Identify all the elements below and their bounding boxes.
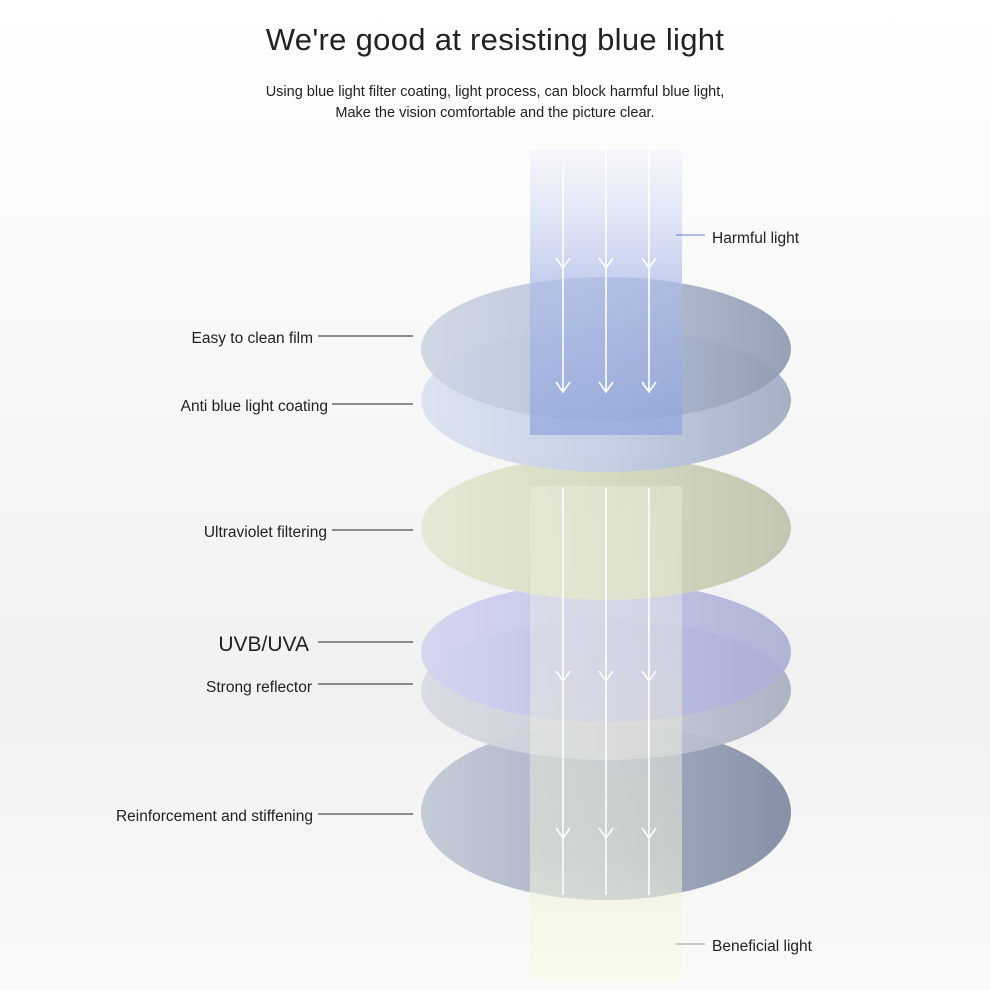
page-title: We're good at resisting blue light [265,22,725,57]
page-subtitle: Using blue light filter coating, light p… [0,82,990,124]
label-uvb-uva: UVB/UVA [218,633,309,656]
label-anti-blue-light-coating: Anti blue light coating [181,398,328,415]
label-harmful-light: Harmful light [712,230,800,247]
harmful-light-arrows [555,150,657,394]
label-reinforcement: Reinforcement and stiffening [116,808,313,825]
subtitle-line-2: Make the vision comfortable and the pict… [335,105,655,121]
label-ultraviolet-filtering: Ultraviolet filtering [204,524,327,541]
label-strong-reflector: Strong reflector [206,679,312,696]
label-easy-clean-film: Easy to clean film [192,330,313,347]
subtitle-line-1: Using blue light filter coating, light p… [265,84,725,100]
label-beneficial-light: Beneficial light [712,938,813,955]
beneficial-light-arrows [555,488,657,895]
